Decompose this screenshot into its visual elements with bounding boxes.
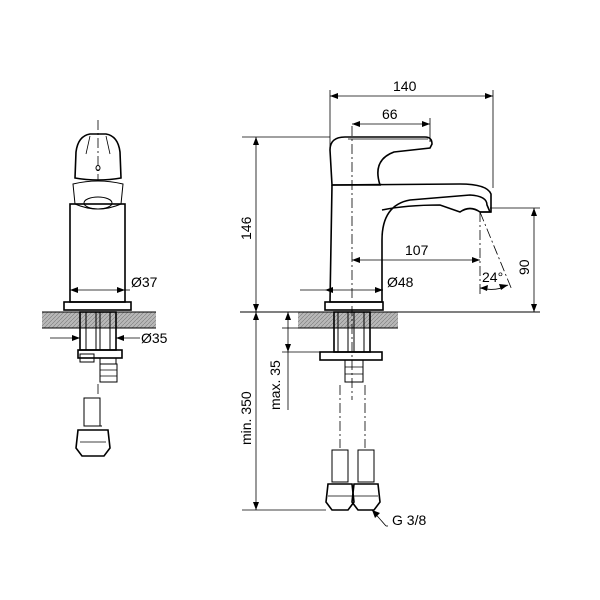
side-mounting-nut — [319, 351, 383, 361]
spout-reach-label: 107 — [405, 242, 429, 258]
side-body-spout — [329, 184, 492, 303]
spout-height-label: 90 — [516, 259, 532, 275]
side-hose-connector-right — [351, 483, 381, 511]
min-length-label: min. 350 — [238, 391, 254, 445]
side-lever — [329, 136, 433, 186]
side-view: 140 66 146 107 Ø48 24° — [238, 78, 540, 528]
diameter-base-label: Ø48 — [387, 274, 414, 290]
diameter-shank-label: Ø35 — [141, 330, 168, 346]
width-lever-label: 66 — [382, 106, 398, 122]
front-body — [69, 203, 126, 303]
front-base-plate — [63, 301, 132, 311]
side-hose-connector-left — [325, 483, 355, 511]
thread-label: G 3/8 — [392, 512, 426, 528]
diameter-body-label: Ø37 — [131, 274, 158, 290]
front-aerator — [72, 180, 124, 210]
height-body-label: 146 — [238, 216, 254, 240]
side-base-plate — [324, 301, 384, 311]
spout-angle-label: 24° — [482, 269, 503, 285]
max-thickness-label: max. 35 — [267, 360, 283, 410]
front-countertop — [42, 312, 156, 328]
front-view: Ø37 Ø35 — [42, 120, 168, 457]
width-total-label: 140 — [393, 78, 417, 94]
front-lever-handle — [74, 133, 122, 181]
front-hose-connector — [75, 429, 111, 457]
